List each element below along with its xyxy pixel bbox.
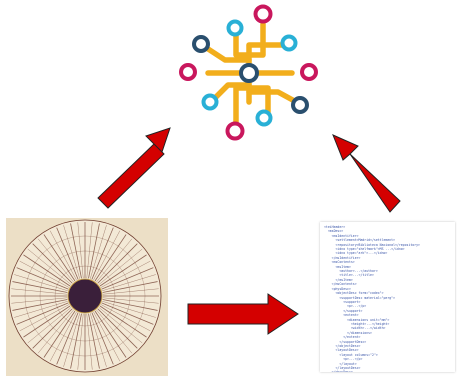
- manuscript-ray: [37, 309, 74, 354]
- manuscript-ray: [77, 222, 84, 279]
- manuscript-ray: [70, 313, 82, 369]
- manuscript-ray: [16, 302, 69, 325]
- manuscript-ray: [14, 274, 68, 291]
- manuscript-ray: [86, 222, 93, 279]
- manuscript-ray: [94, 234, 127, 282]
- manuscript-ray: [101, 302, 154, 325]
- manuscript-ray: [99, 305, 147, 338]
- manuscript-ray: [32, 308, 73, 349]
- network-node: [253, 4, 273, 24]
- manuscript-ray: [70, 223, 82, 279]
- manuscript-ray: [63, 225, 80, 279]
- manuscript-ray: [77, 313, 84, 370]
- manuscript-ray: [98, 307, 143, 344]
- manuscript-ray: [100, 260, 151, 288]
- manuscript-ring: [39, 250, 131, 342]
- manuscript-ray: [91, 312, 114, 365]
- manuscript-ray: [97, 243, 138, 284]
- network-node: [226, 19, 244, 37]
- network-node: [201, 93, 219, 111]
- circular-manuscript-image: [6, 218, 168, 376]
- manuscript-ray: [11, 288, 68, 295]
- manuscript-ray: [19, 260, 70, 288]
- network-node: [255, 109, 273, 127]
- manuscript-ray: [94, 310, 127, 358]
- manuscript-ray: [56, 312, 79, 365]
- manuscript-center-medallion: [67, 278, 103, 314]
- manuscript-ray: [19, 304, 70, 332]
- manuscript-ray: [102, 301, 156, 318]
- manuscript-ray: [90, 313, 107, 367]
- manuscript-ray: [96, 309, 133, 354]
- manuscript-ray: [93, 230, 121, 281]
- manuscript-ray: [91, 227, 114, 280]
- xml-document-image: <teiHeader> <msDesc> <msIdentifier> <set…: [320, 222, 455, 372]
- manuscript-ray: [23, 254, 71, 287]
- manuscript-ray: [98, 248, 143, 285]
- manuscript-ray: [88, 223, 100, 279]
- manuscript-ray: [100, 304, 151, 332]
- manuscript-ray: [16, 267, 69, 290]
- manuscript-ring: [54, 265, 116, 327]
- manuscript-ray: [99, 254, 147, 287]
- network-node: [239, 63, 259, 83]
- network-node: [280, 34, 298, 52]
- manuscript-ray: [14, 301, 68, 318]
- manuscript-ray: [49, 311, 77, 362]
- network-node: [300, 63, 318, 81]
- network-node: [291, 96, 309, 114]
- manuscript-ray: [102, 297, 159, 304]
- network-node: [225, 121, 245, 141]
- manuscript-ray: [43, 234, 76, 282]
- network-node-icon: [179, 4, 318, 141]
- manuscript-ray: [12, 281, 68, 293]
- manuscript-ray: [102, 281, 158, 293]
- manuscript-ray: [43, 310, 76, 358]
- manuscript-ray: [27, 307, 72, 344]
- manuscript-ray: [102, 299, 158, 311]
- manuscript-ray: [101, 267, 154, 290]
- manuscript-ray: [32, 243, 73, 284]
- manuscript-ring: [24, 235, 146, 357]
- manuscript-ray: [93, 311, 121, 362]
- network-nodes: [179, 4, 318, 141]
- arrow-up-right: [97, 127, 171, 209]
- manuscript-ray: [97, 308, 138, 349]
- manuscript-ray: [23, 305, 71, 338]
- manuscript-ray: [27, 248, 72, 285]
- manuscript-ray: [86, 313, 93, 370]
- manuscript-ray: [88, 313, 100, 369]
- manuscript-ray: [11, 297, 68, 304]
- manuscript-ray: [49, 230, 77, 281]
- manuscript-ray: [96, 238, 133, 283]
- arrow-up-left: [332, 134, 401, 213]
- manuscript-ray: [102, 274, 156, 291]
- manuscript-ray: [63, 313, 80, 367]
- manuscript-ray: [90, 225, 107, 279]
- manuscript-ray: [12, 299, 68, 311]
- arrow-right: [187, 293, 299, 335]
- network-node: [192, 35, 210, 53]
- manuscript-ray: [56, 227, 79, 280]
- manuscript-ray: [102, 288, 159, 295]
- manuscript-ray: [37, 238, 74, 283]
- xml-code-lines: <teiHeader> <msDesc> <msIdentifier> <set…: [324, 225, 420, 372]
- network-node: [179, 63, 197, 81]
